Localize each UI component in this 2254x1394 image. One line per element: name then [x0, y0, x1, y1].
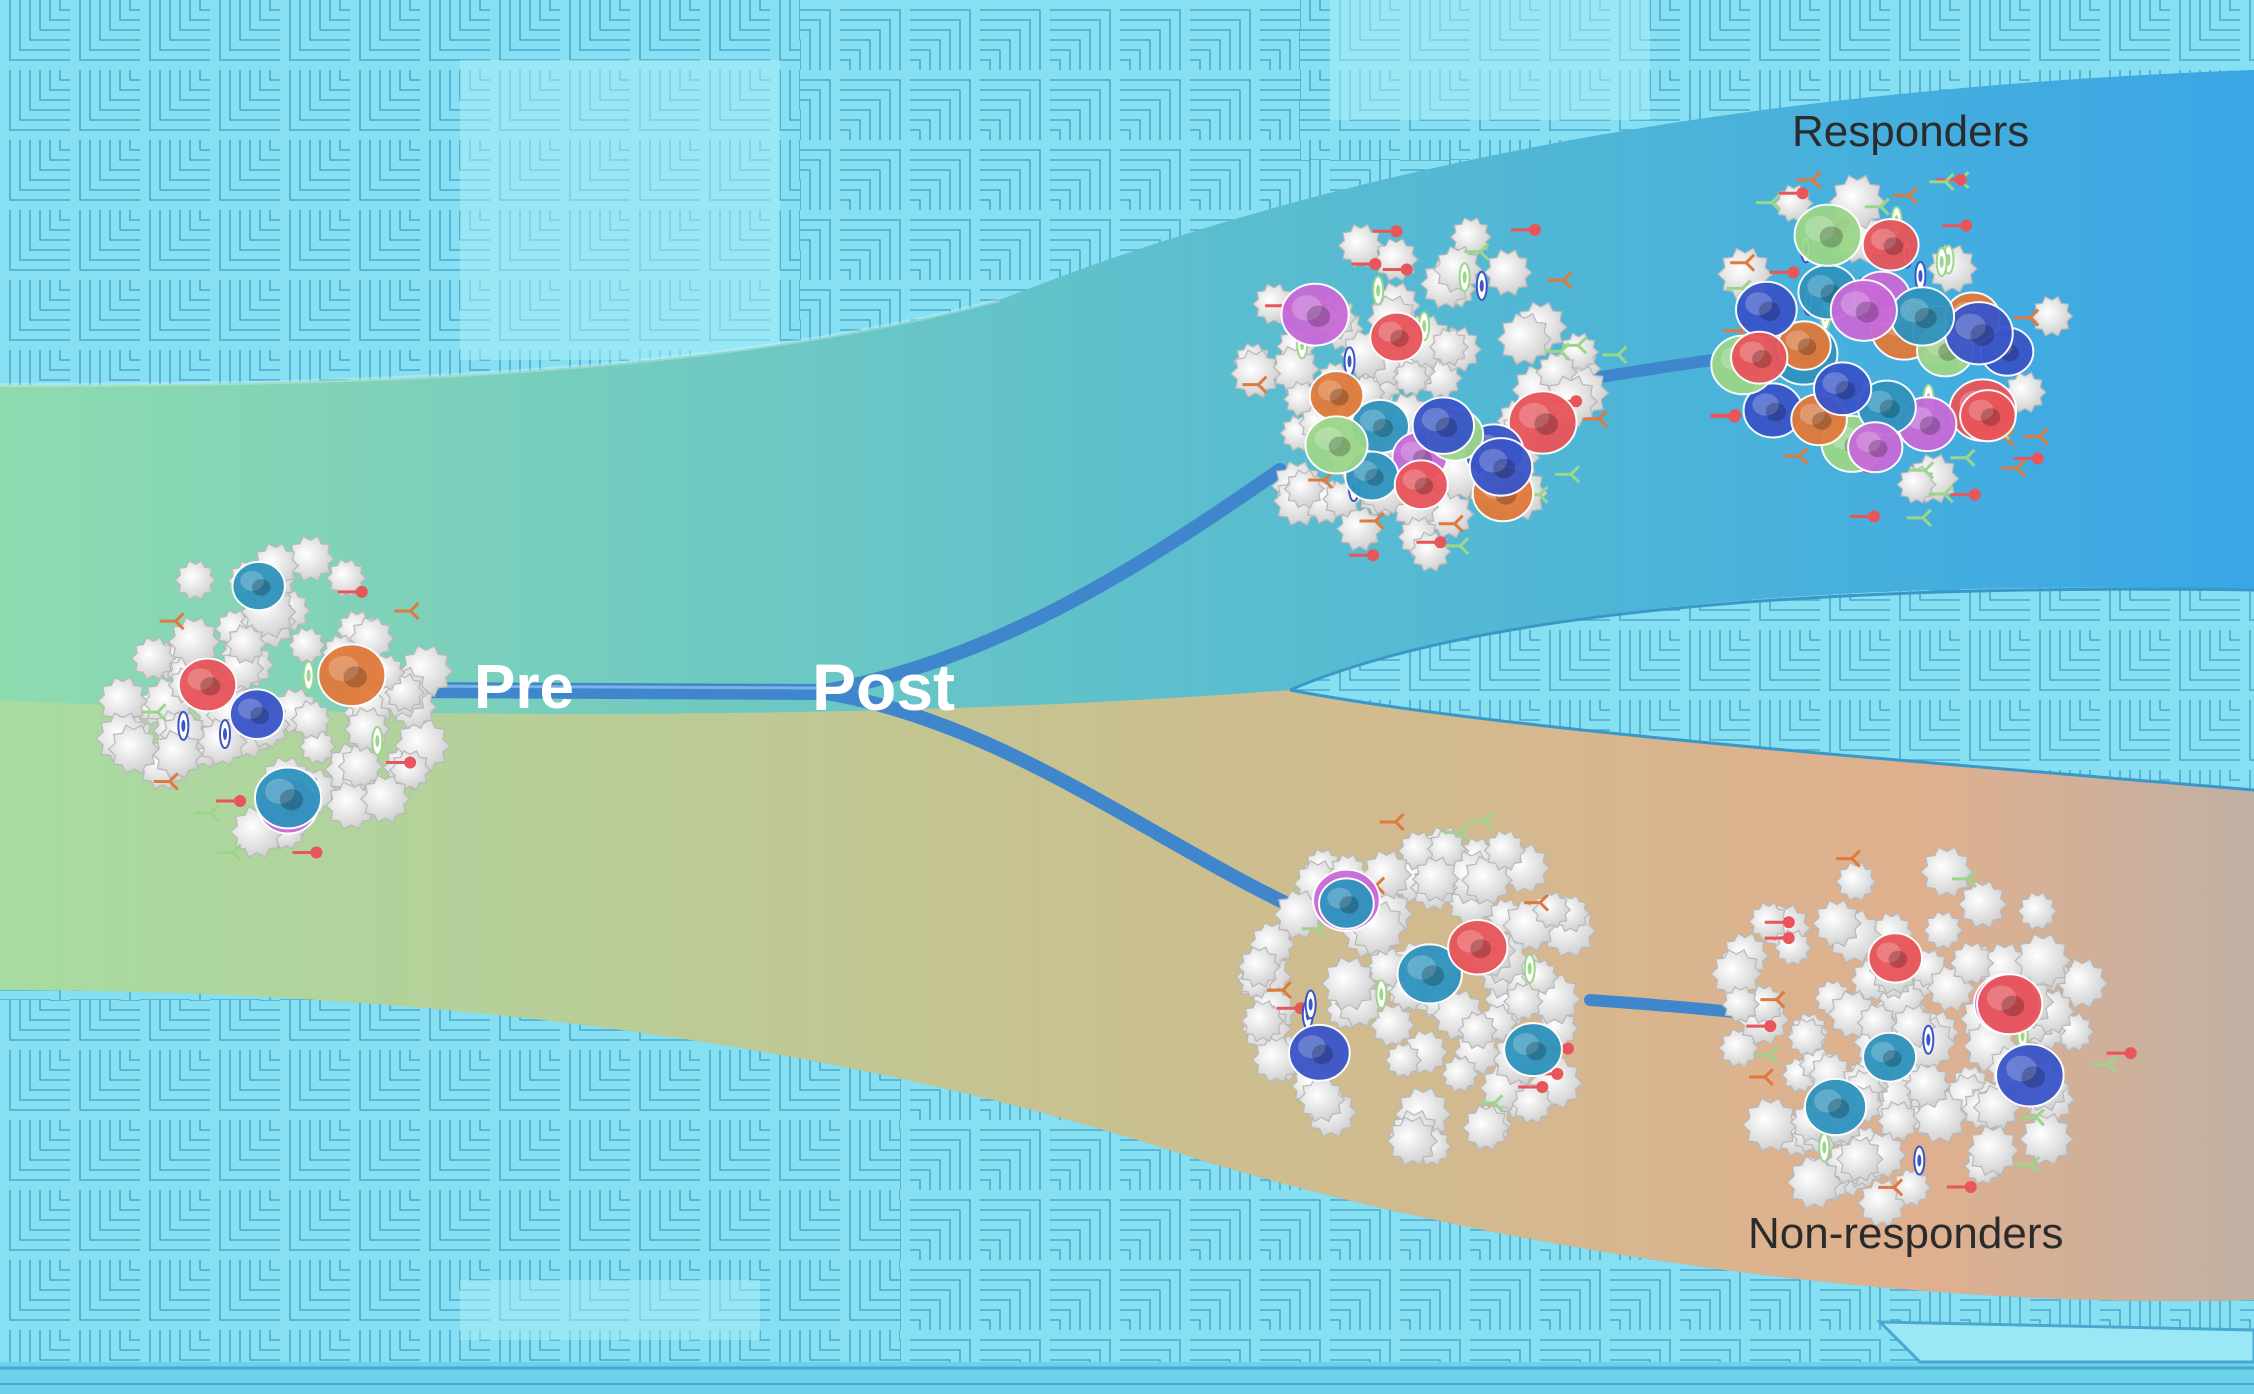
non-responders-label: Non-responders [1748, 1209, 2064, 1258]
split-notch [1290, 589, 2254, 790]
responders-label: Responders [1792, 107, 2029, 156]
post-responder-cluster [1230, 216, 1628, 572]
responder-expanded-cluster [1710, 170, 2074, 527]
flow-region [0, 70, 2254, 1302]
lower-branch-path [813, 685, 1307, 917]
pre-post-path [392, 682, 828, 700]
post-nonresponder-cluster [1235, 812, 1597, 1166]
lower-flow-band [0, 690, 2254, 1302]
cell-clusters [95, 170, 2137, 1228]
upper-branch-path [813, 463, 1287, 699]
post-label: Post [812, 650, 955, 724]
nonresponder-late-cluster [1710, 846, 2137, 1228]
corner-arrow-shape [1876, 1320, 2254, 1364]
pre-label: Pre [474, 653, 574, 722]
pre-treatment-cluster [95, 535, 454, 862]
